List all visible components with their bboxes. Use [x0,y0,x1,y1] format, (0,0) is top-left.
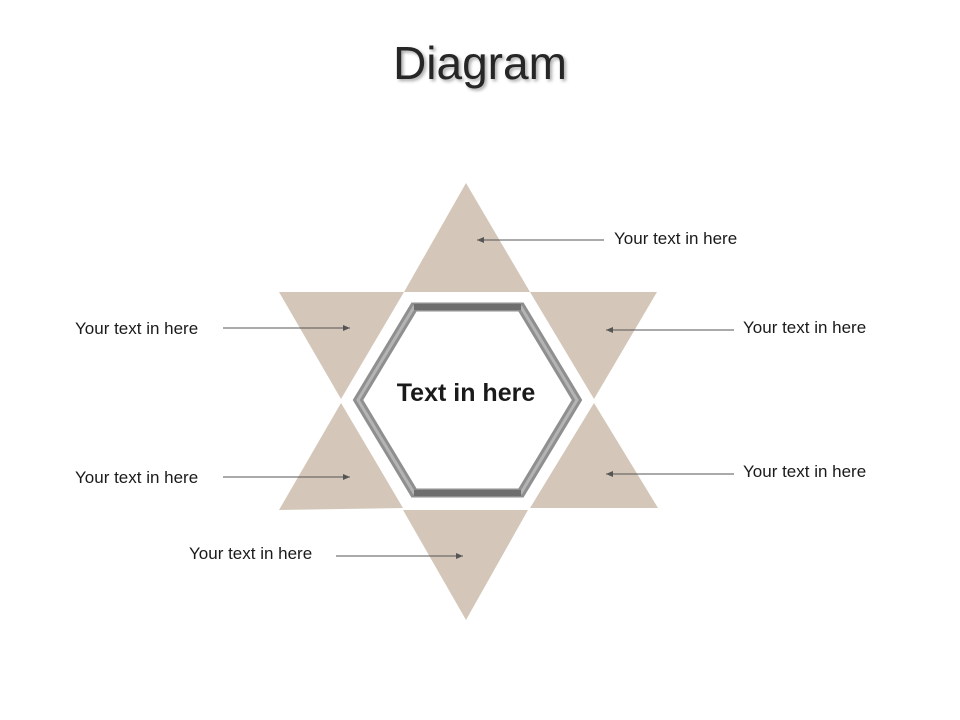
slide-title: Diagram [393,37,567,89]
star-point-top [404,183,530,292]
callout-label-upper-left: Your text in here [75,319,198,338]
star-point-bottom [403,510,528,620]
callout-label-lower-right: Your text in here [743,462,866,481]
center-hexagon [352,302,583,498]
star-point-upper-right [530,292,657,399]
star-point-upper-left [279,292,404,399]
star-point-lower-left [279,403,403,510]
star-point-lower-right [530,403,658,508]
center-text: Text in here [397,379,536,407]
callout-label-top: Your text in here [614,229,737,248]
callout-label-upper-right: Your text in here [743,318,866,337]
callout-label-lower-left: Your text in here [75,468,198,487]
callout-label-bottom: Your text in here [189,544,312,563]
